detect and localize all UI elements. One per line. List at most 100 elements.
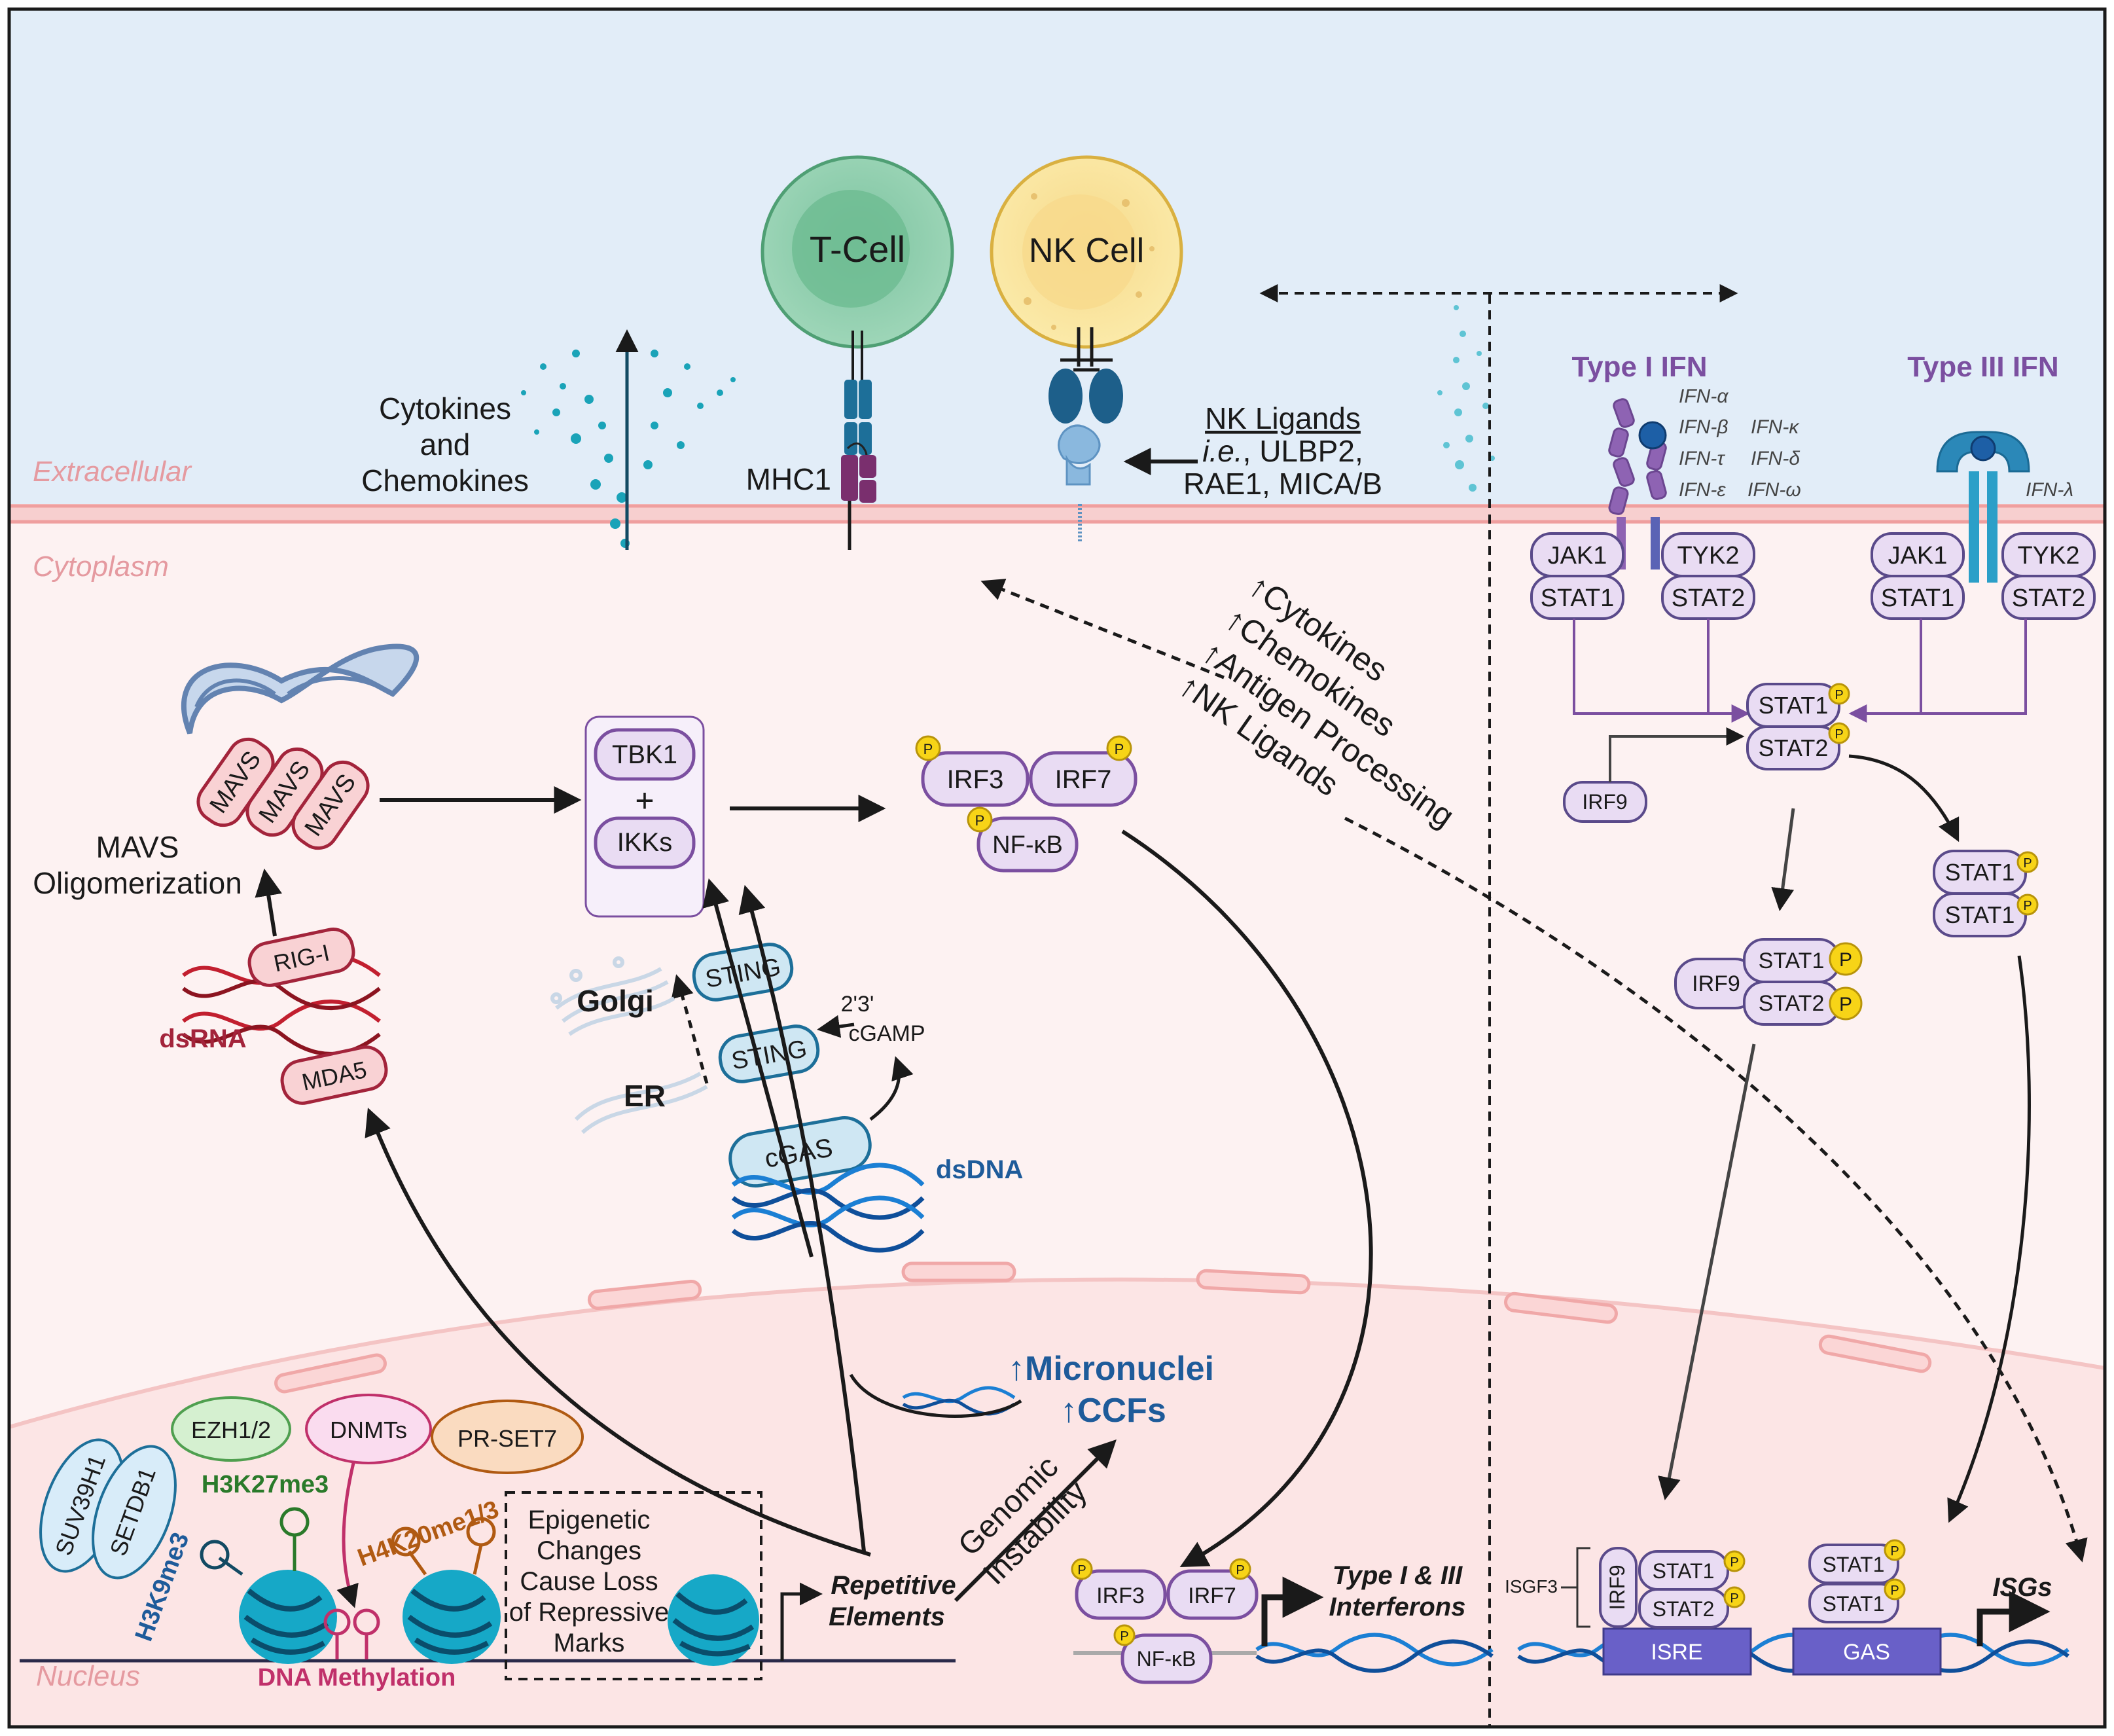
- ifn-tau: IFN-τ: [1679, 448, 1725, 469]
- epigenetic-box: [505, 1491, 762, 1680]
- h3k27-label: H3K27me3: [202, 1471, 329, 1498]
- stat2-type1: STAT2: [1672, 585, 1746, 612]
- prset7-label: PR-SET7: [457, 1425, 557, 1452]
- nuc-p-irf7: P: [1236, 1563, 1244, 1578]
- repeats-tss-arrow: [780, 1582, 823, 1661]
- nk-ligands-text: NK Ligands i.e., ULBP2, RAE1, MICA/B: [1183, 401, 1382, 501]
- repetitive-line2: Elements: [829, 1602, 945, 1631]
- mhc1-label: MHC1: [746, 462, 831, 496]
- nuc-p-irf3: P: [1077, 1563, 1086, 1578]
- plus-label: +: [635, 782, 654, 819]
- stat-activation-lines: [1573, 619, 2027, 715]
- isgf3-label: ISGF3: [1505, 1576, 1558, 1597]
- cytoplasm-label: Cytoplasm: [33, 551, 169, 583]
- nk-ligands-line2: RAE1, MICA/B: [1183, 467, 1382, 501]
- repeats-to-rna-sensor-arrow: [365, 1108, 871, 1557]
- dsdna-label: dsDNA: [936, 1155, 1023, 1184]
- cytokines-label: Cytokines and Chemokines: [361, 391, 529, 497]
- box-line2: Changes: [537, 1536, 641, 1565]
- dnmts-label: DNMTs: [330, 1417, 407, 1443]
- stat1-type1: STAT1: [1541, 585, 1615, 612]
- homodimer-p2: P: [2023, 899, 2032, 913]
- sting-to-tbk1-arrow: [702, 878, 814, 1257]
- cytokine-dots: [521, 350, 736, 548]
- mavs-olig-line2: Oligomerization: [33, 866, 242, 900]
- tyk2-type1: TYK2: [1677, 542, 1739, 570]
- tbk1-ikk-complex: TBK1 + IKKs: [584, 715, 705, 918]
- secretion-dashed-arrow: [980, 579, 1225, 679]
- p-irf7: P: [1115, 741, 1124, 757]
- irf9-free: [1563, 781, 1647, 823]
- homodimer-stat1b: STAT1: [1945, 901, 2015, 928]
- nucleus-region: [9, 1279, 2105, 1727]
- nuclear-envelope: [274, 1261, 1932, 1394]
- isgf3-nuclear: IRF9 STAT1 STAT2 P P: [1599, 1547, 1746, 1629]
- extracellular-label: Extracellular: [33, 456, 192, 488]
- rna-sensors: RIG-I MDA5: [182, 928, 388, 1105]
- mavs-olig-line1: MAVS: [96, 830, 179, 864]
- type3-ifn-label: Type III IFN: [1907, 351, 2058, 383]
- p-nfkb: P: [975, 812, 985, 829]
- stat2-type3: STAT2: [2012, 585, 2086, 612]
- isgs-label: ISGs: [1992, 1573, 2052, 1602]
- gaf-to-gas-arrow: [1947, 955, 2031, 1523]
- ifn-alpha: IFN-α: [1679, 386, 1729, 407]
- cgamp-arrow: [869, 1056, 914, 1121]
- p-stat1-active: P: [1835, 688, 1843, 702]
- stat-dimer-activated: STAT1 STAT2 P P: [1746, 683, 1850, 770]
- ifn-kappa: IFN-κ: [1751, 416, 1800, 438]
- isgf3-irf9-label: IRF9: [1692, 971, 1740, 996]
- tbk1-label: TBK1: [612, 740, 677, 769]
- homodimer-p1: P: [2023, 856, 2032, 871]
- golgi-label: Golgi: [577, 984, 654, 1018]
- nfkb-label: NF-κB: [992, 831, 1063, 859]
- isgf3-cytoplasmic: IRF9 STAT1 STAT2 P P: [1674, 938, 1863, 1026]
- ifn-secretion-dots: [1437, 305, 1495, 492]
- isg-promoter: ISRE GAS: [1517, 1627, 2069, 1676]
- jak1-type1: JAK1: [1548, 542, 1607, 570]
- p-stat2-active: P: [1835, 727, 1843, 742]
- nk-ligands-line1: i.e., ULBP2,: [1202, 434, 1363, 468]
- irf7-label: IRF7: [1055, 765, 1112, 794]
- box-line3: Cause Loss: [520, 1567, 658, 1596]
- nk-receptor-ligand: [1048, 327, 1123, 543]
- t-cell-label: T-Cell: [810, 228, 905, 270]
- irf3-label: IRF3: [947, 765, 1004, 794]
- tcr-mhc1-complex: [841, 331, 876, 550]
- nuc-isgf3-p1: P: [1730, 1555, 1738, 1570]
- ifn-tss-arrow: [1261, 1576, 1324, 1646]
- micronuclei-label: ↑Micronuclei: [1008, 1350, 1214, 1388]
- dnmt-arrow: [336, 1462, 359, 1608]
- homodimer-stat1a: STAT1: [1945, 859, 2015, 886]
- stat2-active: STAT2: [1759, 734, 1829, 761]
- isgf3-p2: P: [1839, 994, 1852, 1015]
- isgf3-stat1-label: STAT1: [1759, 949, 1825, 973]
- nk-ligands-title: NK Ligands: [1205, 401, 1361, 435]
- rigi-to-mavs-arrow: [255, 868, 282, 937]
- stat1-type3: STAT1: [1881, 585, 1955, 612]
- p-irf3: P: [923, 741, 933, 757]
- cytokines-line3: Chemokines: [361, 463, 529, 497]
- ifn-beta: IFN-β: [1679, 416, 1728, 438]
- ezh-label: EZH1/2: [191, 1417, 271, 1443]
- irf9-free-label: IRF9: [1582, 790, 1627, 814]
- ifn-gene-promoter: IRF3 IRF7 NF-κB P P P: [1071, 1558, 1494, 1684]
- golgi: [550, 956, 675, 1036]
- sting-cgas-module: STING STING cGAS: [692, 943, 925, 1253]
- mavs-oligomer: MAVS MAVS MAVS: [196, 737, 370, 850]
- nk-cell: NK Cell: [990, 155, 1183, 349]
- nuc-irf3-label: IRF3: [1096, 1583, 1145, 1608]
- cytokines-line2: and: [420, 427, 471, 461]
- cgamp-to-sting-arrow: [817, 1015, 855, 1038]
- nk-cell-label: NK Cell: [1029, 232, 1144, 270]
- repetitive-line1: Repetitive: [831, 1571, 956, 1600]
- ifn-delta: IFN-δ: [1751, 448, 1800, 469]
- nuc-irf7-label: IRF7: [1188, 1583, 1236, 1608]
- gas-label: GAS: [1843, 1640, 1890, 1665]
- nuc-irf9-label: IRF9: [1605, 1564, 1629, 1610]
- genomic-instability-arrow: [954, 1439, 1117, 1602]
- isg-dashed-arrow: [1344, 816, 2088, 1563]
- ifn-epsilon: IFN-ε: [1679, 479, 1726, 501]
- isgf3-stat2-label: STAT2: [1759, 991, 1825, 1016]
